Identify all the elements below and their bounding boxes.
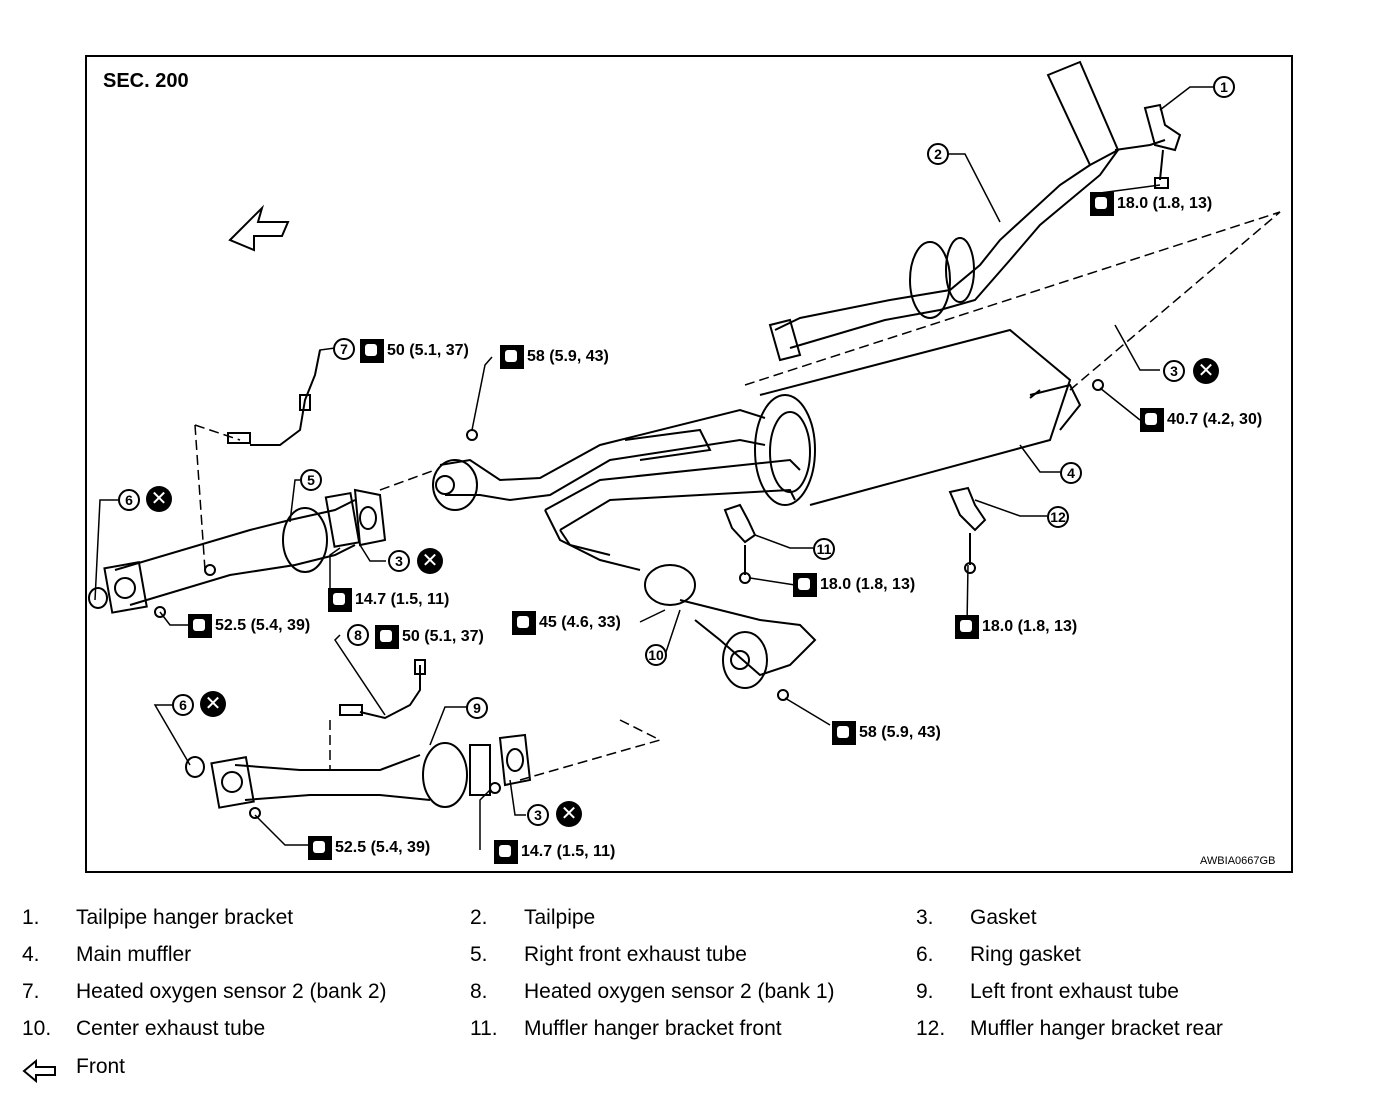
callout-3: 3	[527, 804, 549, 826]
torque-wrench-icon	[1090, 192, 1114, 216]
center-exhaust-tube-icon	[432, 408, 817, 689]
replace-x-icon: ✕	[1193, 358, 1219, 384]
legend-item: 9.Left front exhaust tube	[916, 980, 1179, 1003]
oxygen-sensor-bank2-icon	[227, 349, 321, 446]
torque-spec: 18.0 (1.8, 13)	[793, 573, 915, 597]
callout-7: 7	[333, 338, 355, 360]
torque-wrench-icon	[308, 836, 332, 860]
torque-wrench-icon	[360, 339, 384, 363]
torque-wrench-icon	[494, 840, 518, 864]
callout-2: 2	[927, 143, 949, 165]
legend-item: 4.Main muffler	[22, 943, 192, 966]
torque-spec: 50 (5.1, 37)	[360, 339, 469, 363]
torque-spec: 50 (5.1, 37)	[375, 625, 484, 649]
callout-3: 3	[1163, 360, 1185, 382]
torque-spec: 45 (4.6, 33)	[512, 611, 621, 635]
muffler-hanger-bracket-rear-icon	[948, 486, 987, 574]
right-front-exhaust-tube-icon	[88, 488, 387, 614]
torque-spec: 52.5 (5.4, 39)	[308, 836, 430, 860]
callout-10: 10	[645, 644, 667, 666]
torque-wrench-icon	[328, 588, 352, 612]
main-muffler-icon	[754, 328, 1082, 506]
torque-wrench-icon	[832, 721, 856, 745]
legend-item: 3.Gasket	[916, 906, 1037, 929]
torque-spec: 14.7 (1.5, 11)	[328, 588, 449, 612]
legend-item: 5.Right front exhaust tube	[470, 943, 747, 966]
callout-12: 12	[1047, 506, 1069, 528]
torque-spec: 18.0 (1.8, 13)	[1090, 192, 1212, 216]
torque-wrench-icon	[500, 345, 524, 369]
oxygen-sensor-bank1-icon	[339, 659, 426, 720]
callout-8: 8	[347, 624, 369, 646]
callout-9: 9	[466, 697, 488, 719]
left-front-exhaust-tube-icon	[185, 733, 532, 809]
replace-x-icon: ✕	[417, 548, 443, 574]
tailpipe-hanger-bracket-icon	[1143, 103, 1182, 189]
callout-4: 4	[1060, 462, 1082, 484]
torque-wrench-icon	[1140, 408, 1164, 432]
legend-item: 12.Muffler hanger bracket rear	[916, 1017, 1223, 1040]
tailpipe-icon	[768, 60, 1166, 362]
torque-spec: 40.7 (4.2, 30)	[1140, 408, 1262, 432]
callout-3: 3	[388, 550, 410, 572]
torque-wrench-icon	[512, 611, 536, 635]
replace-x-icon: ✕	[146, 486, 172, 512]
torque-spec: 58 (5.9, 43)	[832, 721, 941, 745]
callout-5: 5	[300, 469, 322, 491]
callout-1: 1	[1213, 76, 1235, 98]
front-direction-icon	[228, 204, 290, 252]
torque-wrench-icon	[793, 573, 817, 597]
figure-code: AWBIA0667GB	[1200, 855, 1276, 867]
callout-11: 11	[813, 538, 835, 560]
legend-item: 1.Tailpipe hanger bracket	[22, 906, 294, 929]
torque-wrench-icon	[188, 614, 212, 638]
torque-spec: 58 (5.9, 43)	[500, 345, 609, 369]
front-arrow-icon	[22, 1058, 58, 1089]
torque-wrench-icon	[955, 615, 979, 639]
legend-item: 11.Muffler hanger bracket front	[470, 1017, 782, 1040]
legend-item: 7.Heated oxygen sensor 2 (bank 2)	[22, 980, 387, 1003]
callout-6: 6	[172, 694, 194, 716]
legend-item: 6.Ring gasket	[916, 943, 1081, 966]
diagram-frame	[85, 55, 1293, 873]
section-label: SEC. 200	[103, 70, 189, 92]
torque-spec: 52.5 (5.4, 39)	[188, 614, 310, 638]
nut-icons	[154, 379, 1104, 819]
torque-wrench-icon	[375, 625, 399, 649]
legend-item: 2.Tailpipe	[470, 906, 596, 929]
torque-spec: 18.0 (1.8, 13)	[955, 615, 1077, 639]
replace-x-icon: ✕	[200, 691, 226, 717]
front-label: Front	[76, 1055, 126, 1078]
legend-item: 10.Center exhaust tube	[22, 1017, 266, 1040]
muffler-hanger-bracket-front-icon	[723, 503, 757, 584]
replace-x-icon: ✕	[556, 801, 582, 827]
legend-item: 8.Heated oxygen sensor 2 (bank 1)	[470, 980, 835, 1003]
torque-spec: 14.7 (1.5, 11)	[494, 840, 615, 864]
callout-6: 6	[118, 489, 140, 511]
leader-lines	[94, 86, 1213, 850]
